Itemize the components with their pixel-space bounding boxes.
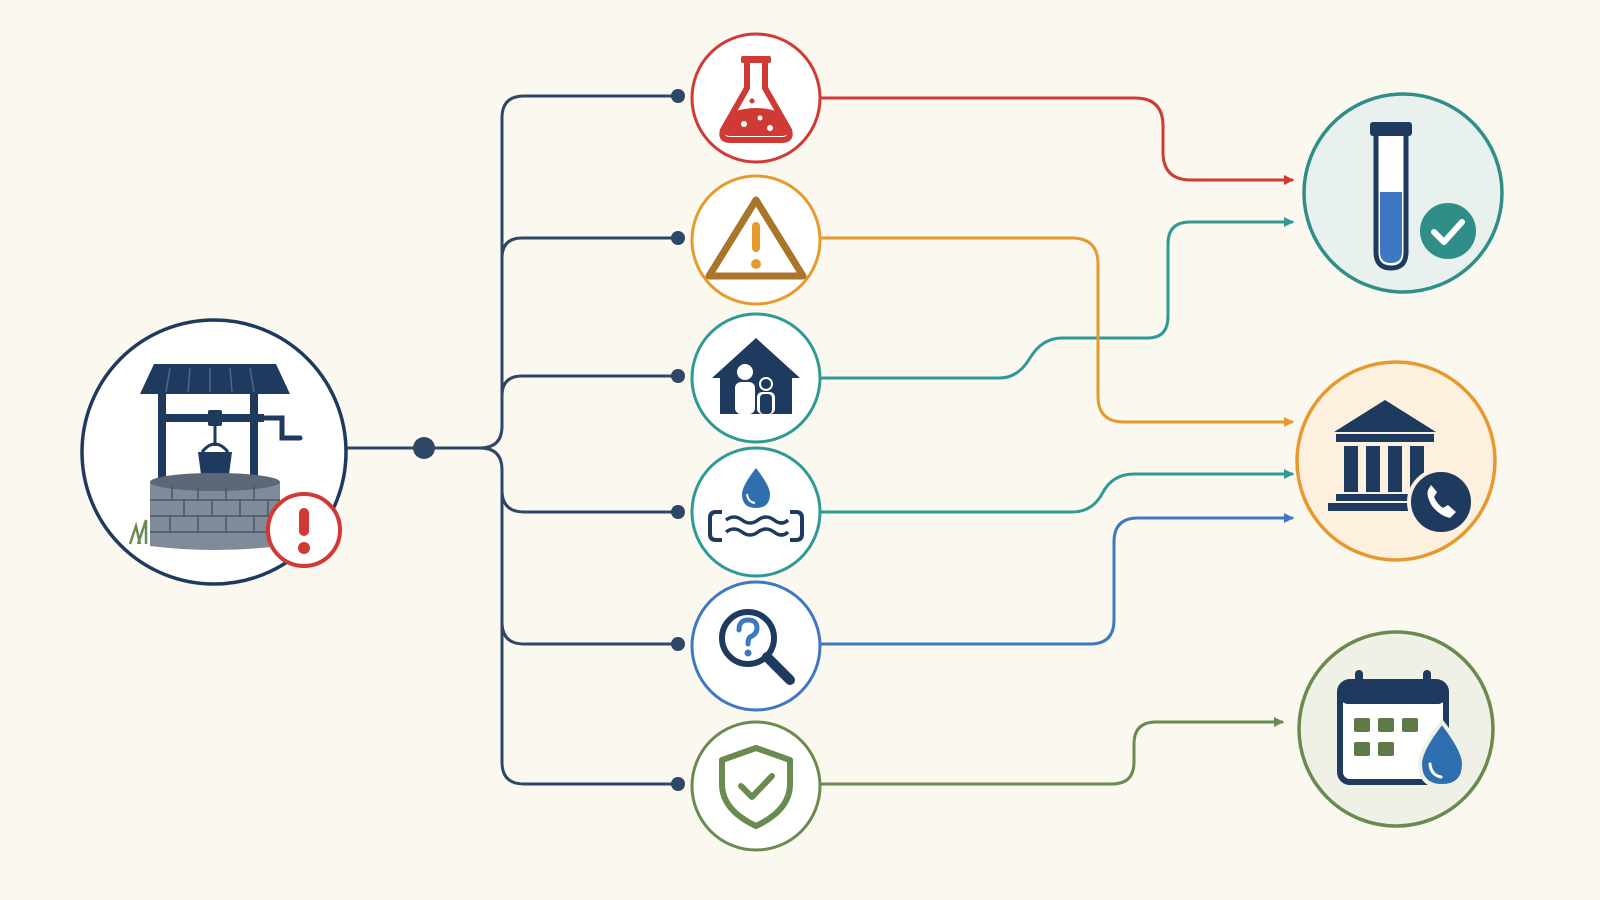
connector-warning-to-authority xyxy=(820,236,1294,427)
connector-household-to-test xyxy=(820,217,1294,380)
branch-node-hazard-warning[interactable] xyxy=(690,174,822,306)
magnify-question-icon xyxy=(719,609,795,685)
exclamation-alert-icon xyxy=(266,492,342,568)
branch-connectors xyxy=(344,94,680,786)
branch-node-investigate[interactable] xyxy=(690,580,822,712)
outcome-node-local-authority[interactable] xyxy=(1295,360,1497,562)
connector-protection-to-schedule xyxy=(820,717,1284,786)
branch-node-water-treatment[interactable] xyxy=(690,446,822,578)
government-building-phone-icon xyxy=(1328,400,1475,536)
branch-node-protection[interactable] xyxy=(690,720,822,852)
water-treatment-icon xyxy=(708,468,804,542)
outcome-node-water-test[interactable] xyxy=(1302,92,1504,294)
source-well-node[interactable] xyxy=(80,318,348,586)
calendar-water-drop-icon xyxy=(1337,670,1467,789)
test-tube-check-icon xyxy=(1370,122,1480,271)
branch-node-lab-test[interactable] xyxy=(690,32,822,164)
lab-flask-icon xyxy=(719,56,793,143)
connector-lab-to-test xyxy=(820,96,1294,185)
outcome-node-schedule-testing[interactable] xyxy=(1297,630,1495,828)
home-family-icon xyxy=(712,338,800,414)
junction-dot xyxy=(413,437,435,459)
branch-node-household[interactable] xyxy=(690,312,822,444)
connector-treatment-to-authority xyxy=(820,469,1294,514)
shield-check-icon xyxy=(719,745,793,829)
connector-investigate-to-authority xyxy=(820,513,1294,646)
water-well-icon xyxy=(128,364,303,550)
branch-endpoint-dots xyxy=(671,89,685,791)
warning-triangle-icon xyxy=(705,196,807,280)
